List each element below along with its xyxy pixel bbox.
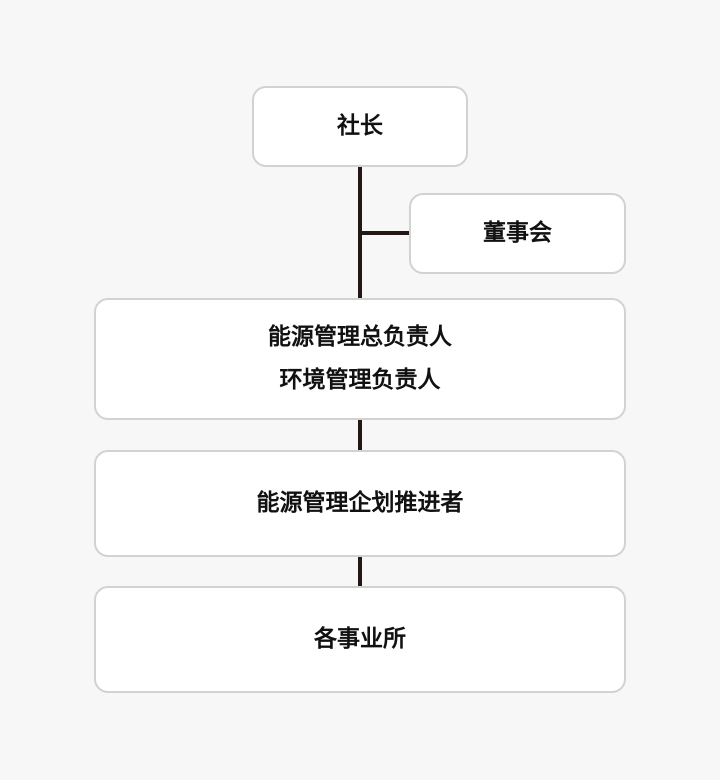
connector-to-board xyxy=(358,231,412,235)
energy-env-managers-box: 能源管理总负责人 环境管理负责人 xyxy=(94,298,626,420)
business-sites-box: 各事业所 xyxy=(94,586,626,693)
connector-promoter-to-sites xyxy=(358,556,362,588)
planning-promoter-label: 能源管理企划推进者 xyxy=(256,490,464,516)
connector-managers-to-promoter xyxy=(358,419,362,452)
president-label: 社长 xyxy=(337,113,383,139)
planning-promoter-box: 能源管理企划推进者 xyxy=(94,450,626,557)
business-sites-label: 各事业所 xyxy=(314,626,406,652)
board-box: 董事会 xyxy=(409,193,626,274)
president-box: 社长 xyxy=(252,86,468,167)
board-label: 董事会 xyxy=(483,220,552,246)
environment-manager-label: 环境管理负责人 xyxy=(279,367,441,393)
energy-manager-label: 能源管理总负责人 xyxy=(268,324,452,350)
